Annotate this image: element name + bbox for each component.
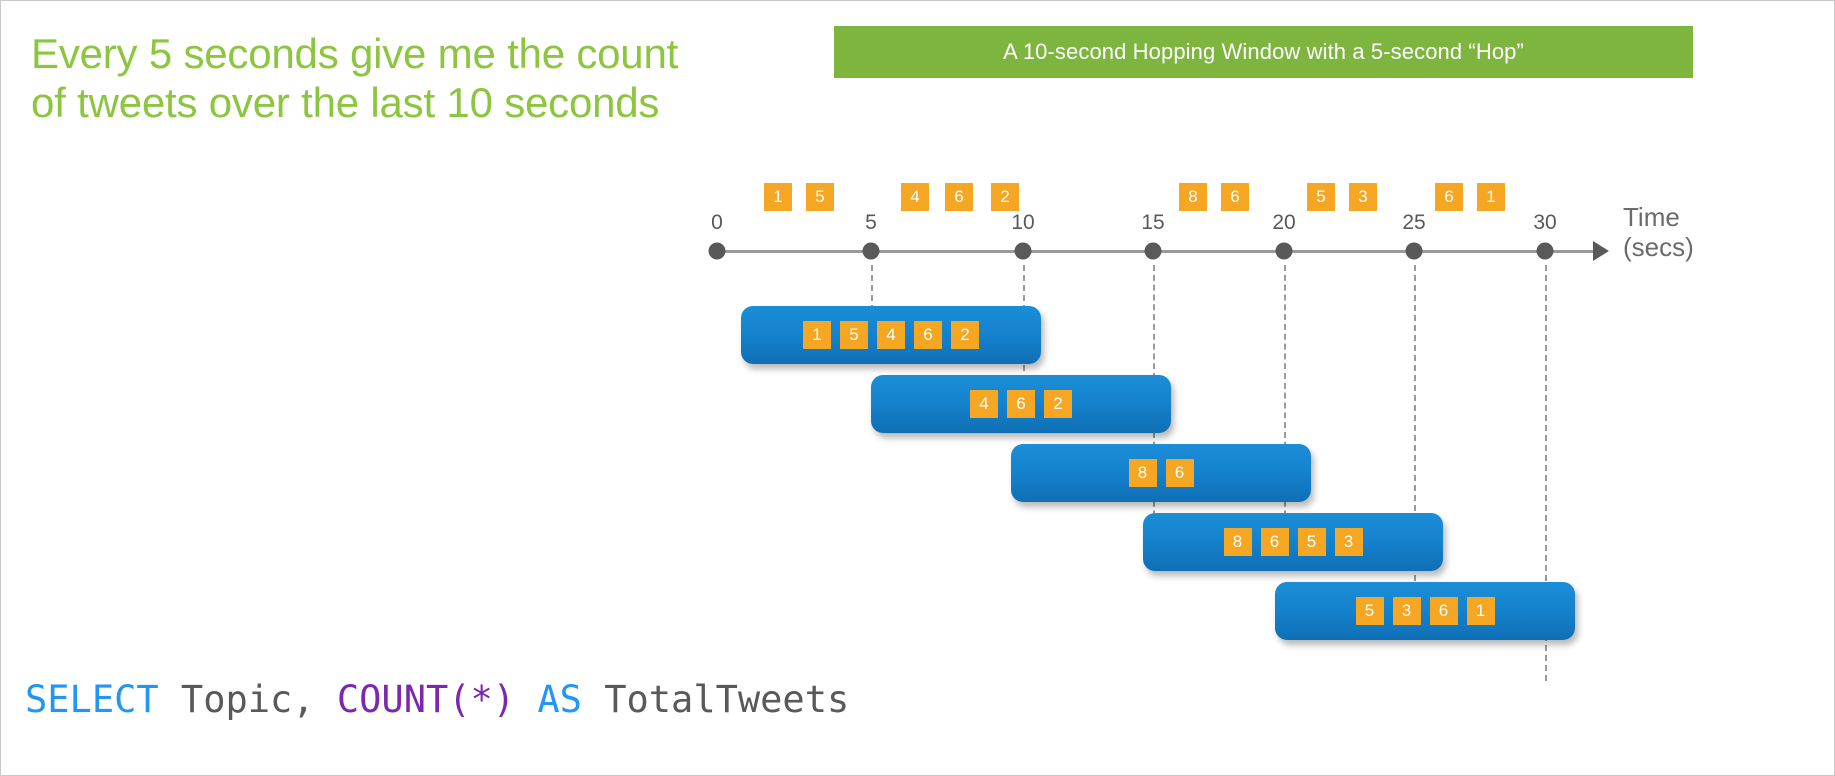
axis-tick-dot-30 bbox=[1536, 242, 1554, 260]
sql-token-fn: COUNT(*) bbox=[336, 677, 516, 721]
time-axis-label-line1: Time bbox=[1623, 202, 1680, 232]
axis-tick-dot-0 bbox=[708, 242, 726, 260]
sql-token-id: Topic, bbox=[158, 677, 337, 721]
event-tile: 4 bbox=[901, 183, 929, 211]
axis-tick-label-10: 10 bbox=[1011, 211, 1035, 234]
time-axis-line bbox=[717, 250, 1593, 253]
sql-token-kw: AS bbox=[537, 677, 582, 721]
sql-token-id bbox=[515, 678, 537, 721]
event-tile: 6 bbox=[1435, 183, 1463, 211]
event-tile: 5 bbox=[806, 183, 834, 211]
axis-tick-label-25: 25 bbox=[1402, 211, 1426, 234]
window-tile: 4 bbox=[877, 321, 905, 349]
sql-token-id: TotalTweets bbox=[581, 677, 850, 721]
axis-tick-dot-15 bbox=[1144, 242, 1162, 260]
axis-tick-dot-20 bbox=[1275, 242, 1293, 260]
time-axis-label: Time(secs) bbox=[1623, 202, 1694, 263]
banner-label: A 10-second Hopping Window with a 5-seco… bbox=[1003, 39, 1524, 64]
sql-line-1: SELECT Topic, COUNT(*) AS TotalTweets bbox=[25, 676, 1027, 724]
axis-tick-dot-10 bbox=[1014, 242, 1032, 260]
window-tile: 5 bbox=[1297, 528, 1326, 556]
window-tile: 6 bbox=[1260, 528, 1289, 556]
window-tile: 5 bbox=[1355, 597, 1384, 625]
event-tile: 3 bbox=[1349, 183, 1377, 211]
axis-tick-label-20: 20 bbox=[1272, 211, 1296, 234]
axis-tick-dot-25 bbox=[1405, 242, 1423, 260]
axis-tick-dot-5 bbox=[862, 242, 880, 260]
event-tile: 2 bbox=[991, 183, 1019, 211]
window-tile: 3 bbox=[1392, 597, 1421, 625]
window-tile: 4 bbox=[970, 390, 998, 418]
drop-line-20 bbox=[1284, 265, 1286, 546]
window-tile: 1 bbox=[803, 321, 831, 349]
event-tile: 5 bbox=[1307, 183, 1335, 211]
window-tile: 6 bbox=[1007, 390, 1035, 418]
axis-tick-label-15: 15 bbox=[1141, 211, 1165, 234]
axis-tick-label-30: 30 bbox=[1533, 211, 1557, 234]
axis-tick-label-5: 5 bbox=[865, 211, 877, 234]
axis-tick-label-0: 0 bbox=[711, 211, 723, 234]
window-tile: 2 bbox=[951, 321, 979, 349]
sql-query: SELECT Topic, COUNT(*) AS TotalTweets FR… bbox=[25, 579, 1027, 775]
page-title: Every 5 seconds give me the count of twe… bbox=[31, 30, 679, 127]
time-axis-label-line2: (secs) bbox=[1623, 231, 1694, 262]
time-axis-arrow-icon bbox=[1593, 241, 1609, 261]
event-tile: 6 bbox=[1221, 183, 1249, 211]
window-tile: 5 bbox=[840, 321, 868, 349]
sql-token-kw: SELECT bbox=[25, 677, 159, 721]
window-tile: 6 bbox=[1165, 459, 1194, 487]
window-tile: 1 bbox=[1466, 597, 1495, 625]
window-tile: 6 bbox=[914, 321, 942, 349]
window-tile: 6 bbox=[1429, 597, 1458, 625]
event-tile: 6 bbox=[945, 183, 973, 211]
window-tile: 2 bbox=[1044, 390, 1072, 418]
event-tile: 1 bbox=[764, 183, 792, 211]
event-tile: 1 bbox=[1477, 183, 1505, 211]
window-tile: 3 bbox=[1334, 528, 1363, 556]
window-tile: 8 bbox=[1223, 528, 1252, 556]
banner-title: A 10-second Hopping Window with a 5-seco… bbox=[834, 26, 1693, 78]
event-tile: 8 bbox=[1179, 183, 1207, 211]
window-tile: 8 bbox=[1128, 459, 1157, 487]
